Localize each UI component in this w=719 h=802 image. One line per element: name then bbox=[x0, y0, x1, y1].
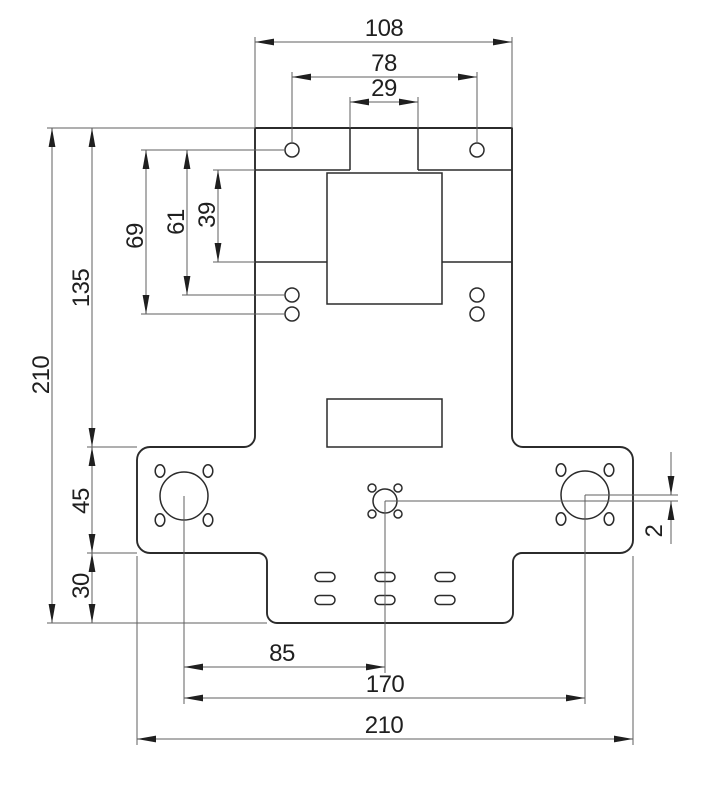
corner-hole bbox=[393, 509, 403, 519]
mid-hole-right-lower bbox=[469, 306, 485, 322]
dim-label-170: 170 bbox=[366, 671, 405, 698]
dim-label-210-bottom: 210 bbox=[365, 712, 404, 739]
dimension-labels: 108 78 29 210 135 45 30 69 61 39 2 85 17… bbox=[28, 15, 668, 739]
extension-lines-right bbox=[385, 494, 678, 502]
dim-label-30: 30 bbox=[68, 573, 95, 599]
dim-label-135: 135 bbox=[68, 269, 95, 308]
corner-hole bbox=[367, 483, 377, 493]
extension-lines bbox=[47, 37, 678, 745]
extension-lines-top bbox=[254, 37, 513, 143]
corner-hole bbox=[154, 513, 166, 527]
corner-hole bbox=[367, 509, 377, 519]
mid-hole-left-upper bbox=[284, 287, 300, 303]
corner-hole bbox=[603, 463, 615, 477]
dim-label-210-left: 210 bbox=[28, 356, 55, 395]
window-cutout bbox=[326, 172, 443, 305]
lower-rect-cutout bbox=[326, 398, 443, 448]
slot bbox=[314, 594, 336, 606]
dim-label-85: 85 bbox=[269, 640, 295, 667]
dim-label-78: 78 bbox=[371, 50, 397, 77]
dimension-lines bbox=[48, 38, 675, 743]
dim-label-29: 29 bbox=[371, 75, 397, 102]
corner-hole bbox=[555, 512, 567, 526]
top-hole-left bbox=[284, 142, 300, 158]
corner-hole bbox=[202, 464, 214, 478]
extension-lines-left bbox=[47, 127, 285, 624]
extension-lines-bottom bbox=[136, 495, 634, 745]
part-outline bbox=[136, 127, 634, 624]
top-notch-edges bbox=[255, 128, 512, 171]
dim-label-108: 108 bbox=[365, 15, 404, 42]
corner-hole bbox=[154, 464, 166, 478]
corner-hole bbox=[393, 483, 403, 493]
dim-label-39: 39 bbox=[194, 202, 221, 228]
dim-label-69: 69 bbox=[122, 223, 149, 249]
corner-hole bbox=[603, 512, 615, 526]
slot bbox=[434, 571, 456, 583]
slot bbox=[314, 571, 336, 583]
dim-label-45: 45 bbox=[68, 488, 95, 514]
dim-label-2: 2 bbox=[641, 524, 668, 537]
slot bbox=[434, 594, 456, 606]
dim-label-61: 61 bbox=[163, 209, 190, 235]
corner-hole bbox=[555, 463, 567, 477]
top-hole-right bbox=[469, 142, 485, 158]
mid-hole-right-upper bbox=[469, 287, 485, 303]
corner-hole bbox=[202, 513, 214, 527]
mid-hole-left-lower bbox=[284, 306, 300, 322]
